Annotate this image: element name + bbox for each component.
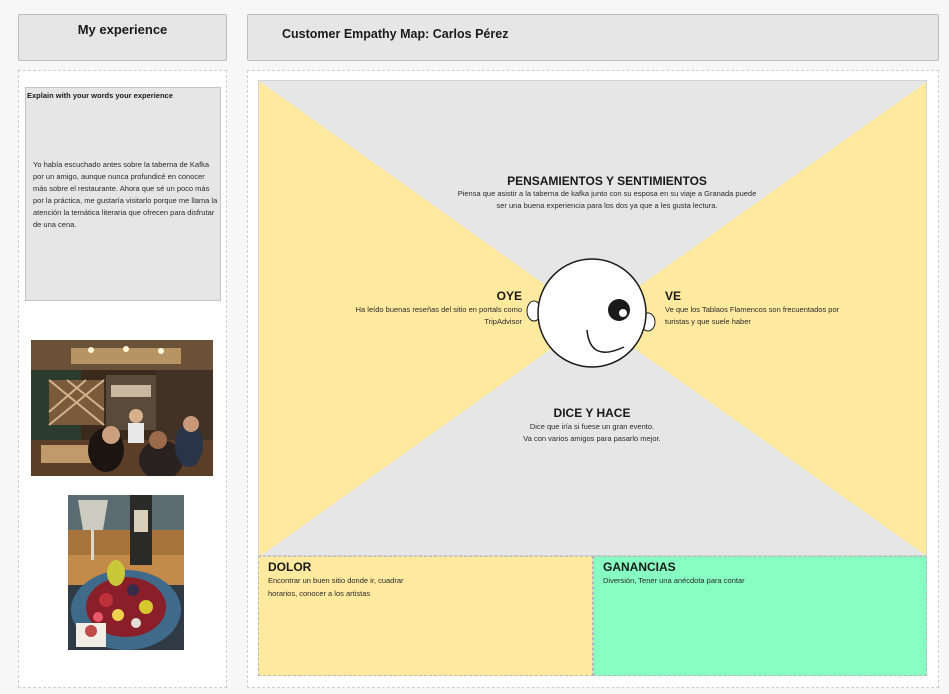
experience-note[interactable]: Explain with your words your experience …: [25, 87, 221, 301]
hears-body: Ha leído buenas reseñas del sitio en por…: [355, 305, 522, 326]
gains-body: Diversión, Tener una anécdota para conta…: [603, 576, 745, 585]
experience-note-title: Explain with your words your experience: [27, 91, 173, 100]
says-does-title: DICE Y HACE: [553, 406, 631, 420]
left-header: My experience: [18, 14, 227, 61]
sees-body: Ve que los Tablaos Flamencos son frecuen…: [665, 305, 840, 326]
says-does-body-line2: Va con varios amigos para pasarlo mejor.: [523, 434, 661, 443]
pains-box[interactable]: DOLOR Encontrar un buen sitio donde ir, …: [258, 556, 593, 676]
left-header-title: My experience: [77, 22, 168, 37]
empathy-map: [258, 80, 927, 556]
says-does-body-line1: Dice que iría si fuese un gran evento.: [529, 422, 655, 431]
food-image: [68, 495, 184, 650]
gains-title: GANANCIAS: [603, 560, 676, 574]
sees-title: VE: [665, 289, 682, 303]
thinks-body: Piensa que asistir a la taberna de kafka…: [457, 189, 757, 210]
pains-body: Encontrar un buen sitio donde ir, cuadra…: [268, 576, 404, 598]
pains-title: DOLOR: [268, 560, 312, 574]
face-icon: [526, 258, 656, 368]
bar-interior-image: [31, 340, 213, 476]
gains-box[interactable]: GANANCIAS Diversión, Tener una anécdota …: [593, 556, 927, 676]
thinks-title: PENSAMIENTOS Y SENTIMIENTOS: [507, 174, 707, 188]
bar-interior-photo[interactable]: [31, 340, 213, 476]
right-header-title: Customer Empathy Map: Carlos Pérez: [282, 27, 509, 41]
experience-note-body: Yo había escuchado antes sobre la tabern…: [33, 160, 218, 229]
hears-title: OYE: [496, 289, 522, 303]
food-photo[interactable]: [68, 495, 184, 650]
empathy-map-background: [259, 81, 926, 555]
right-header: Customer Empathy Map: Carlos Pérez: [247, 14, 939, 61]
